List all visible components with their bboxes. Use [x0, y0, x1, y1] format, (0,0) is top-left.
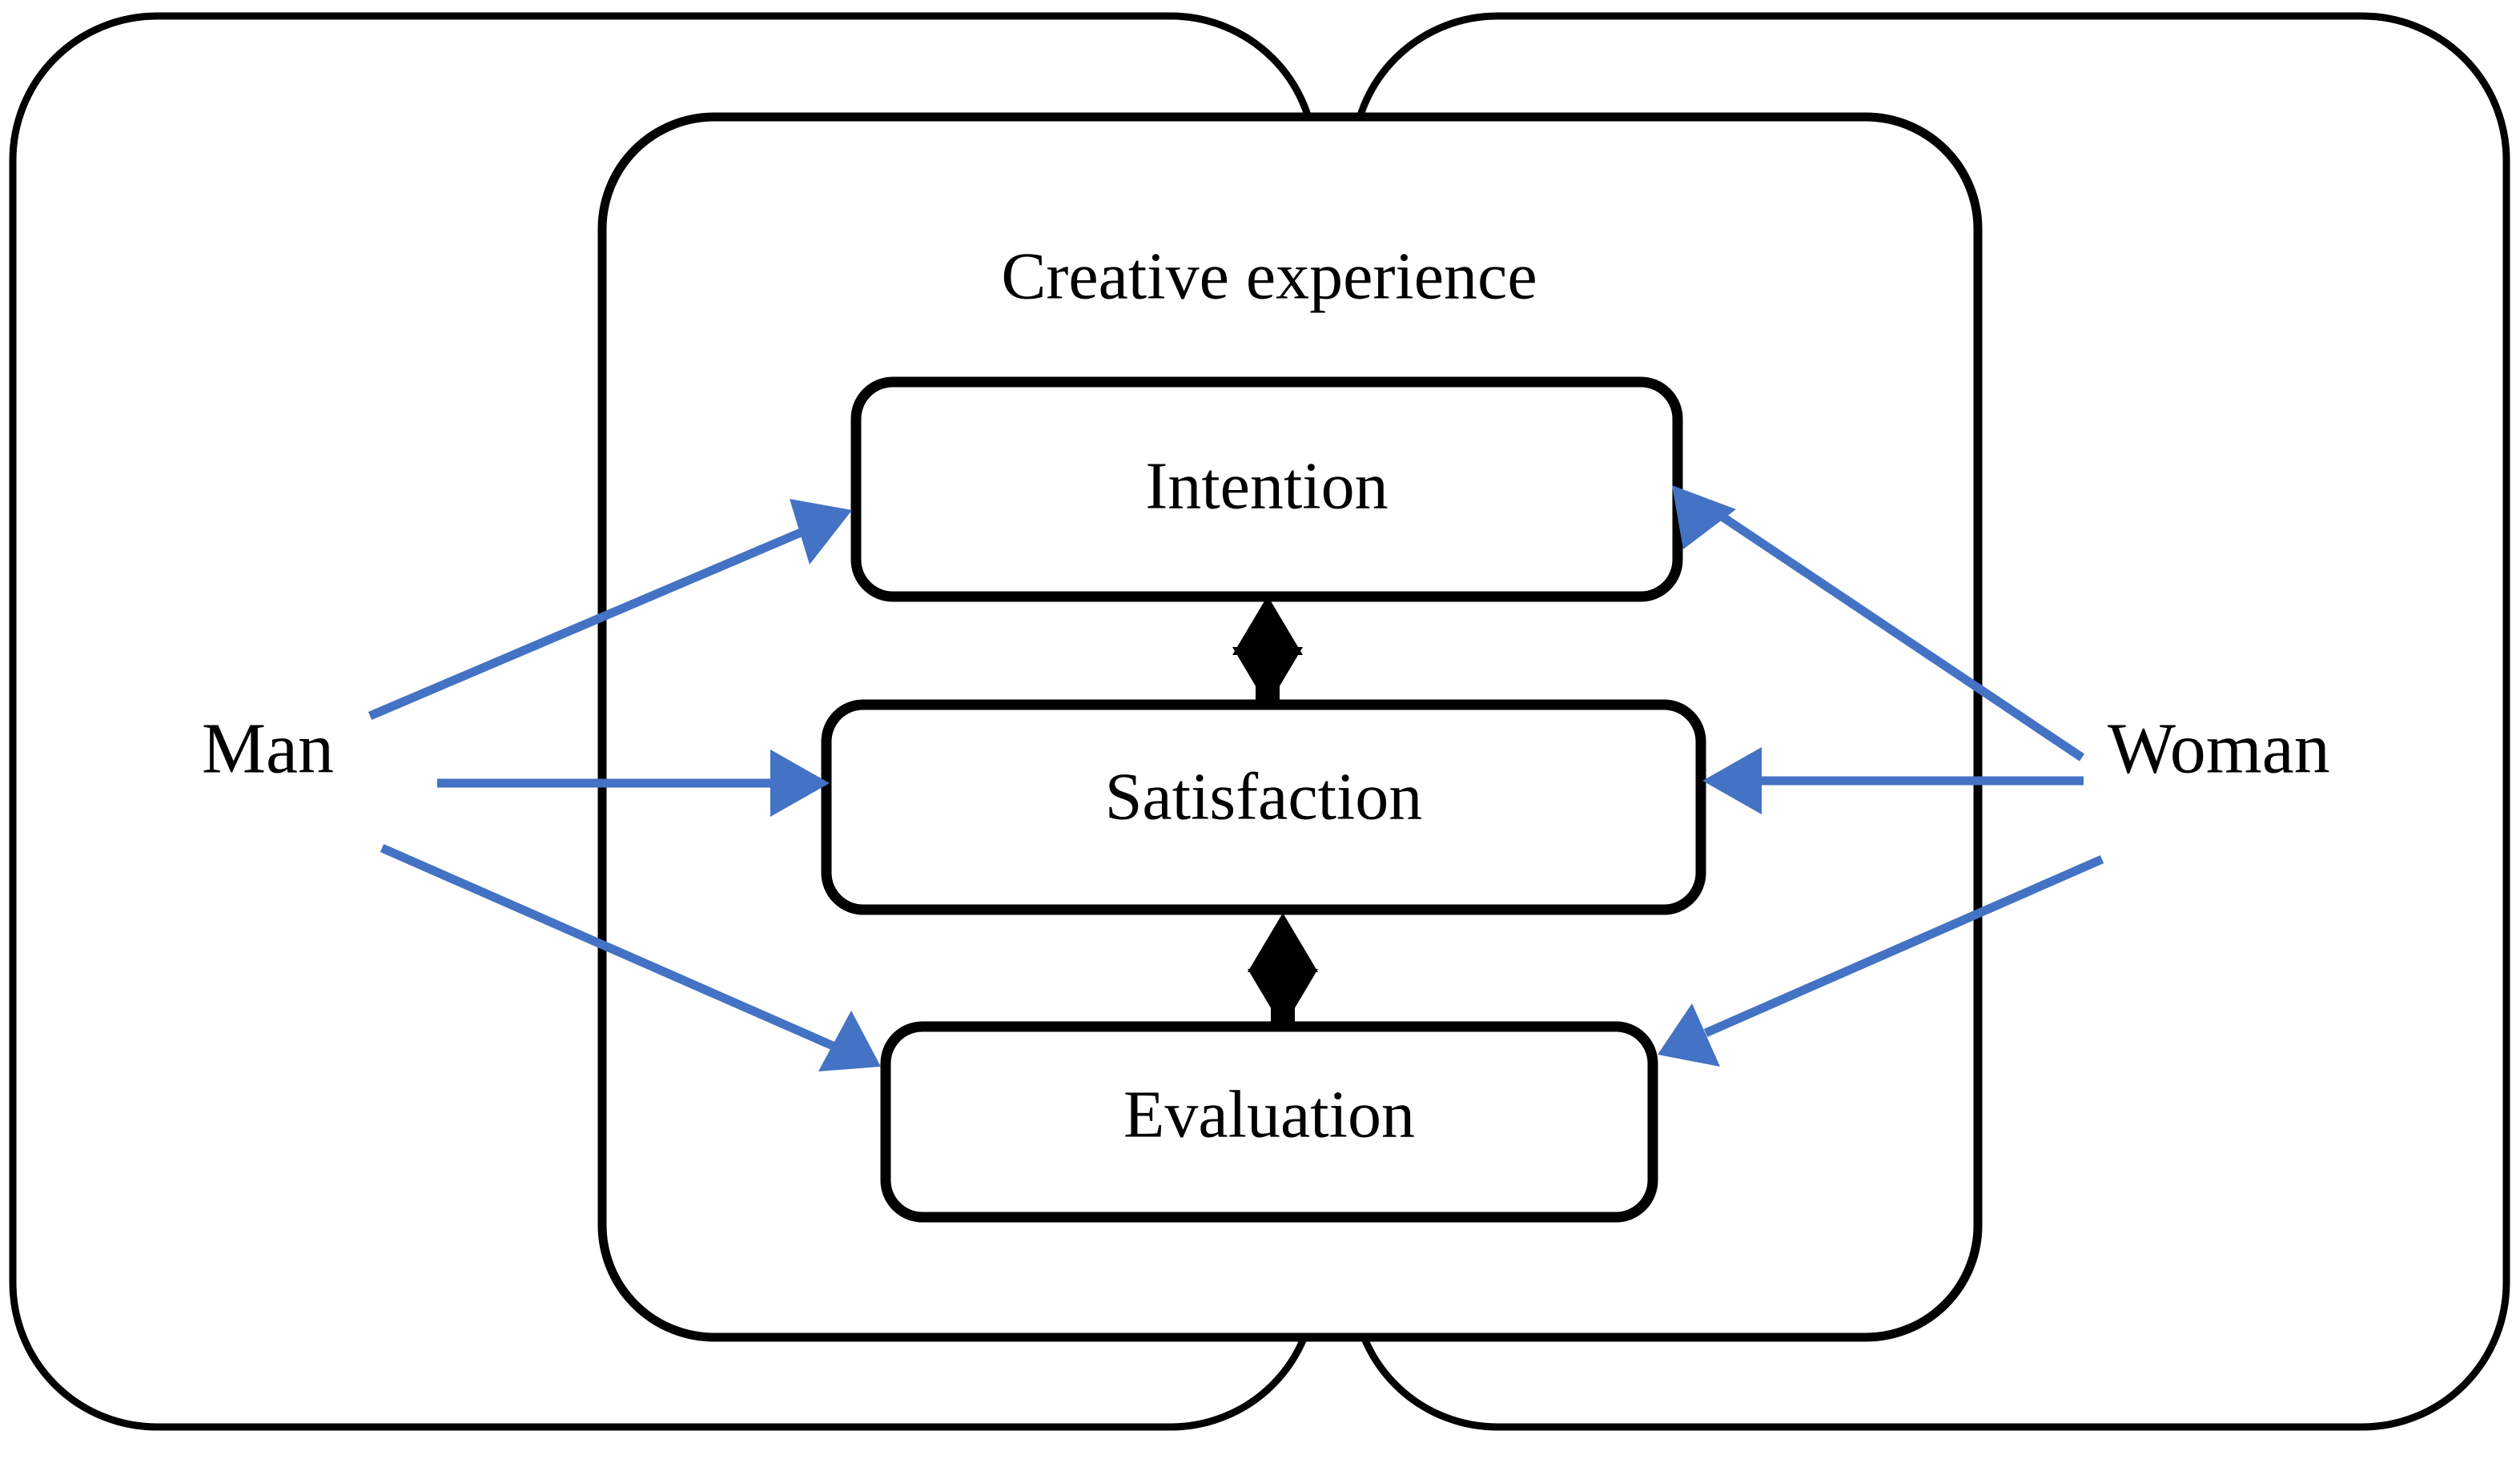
evaluation-box[interactable]: [880, 1021, 1658, 1223]
woman-to-intention-arrow: [1672, 485, 2085, 762]
man-label: Man: [202, 709, 334, 789]
man-to-satisfaction-arrow: [437, 750, 830, 817]
satisfaction-evaluation-connector: [1248, 913, 1318, 1028]
man-to-evaluation-arrow: [380, 843, 881, 1071]
woman-to-evaluation-arrow: [1658, 854, 2104, 1067]
satisfaction-label: Satisfaction: [1105, 759, 1423, 834]
man-to-intention-arrow: [368, 499, 852, 721]
intention-satisfaction-connector: [1232, 596, 1303, 709]
evaluation-label: Evaluation: [1123, 1077, 1415, 1152]
creative-experience-label: Creative experience: [1001, 239, 1537, 313]
woman-label: Woman: [2108, 709, 2330, 789]
woman-to-satisfaction-arrow: [1702, 747, 2084, 814]
intention-label: Intention: [1145, 448, 1388, 523]
